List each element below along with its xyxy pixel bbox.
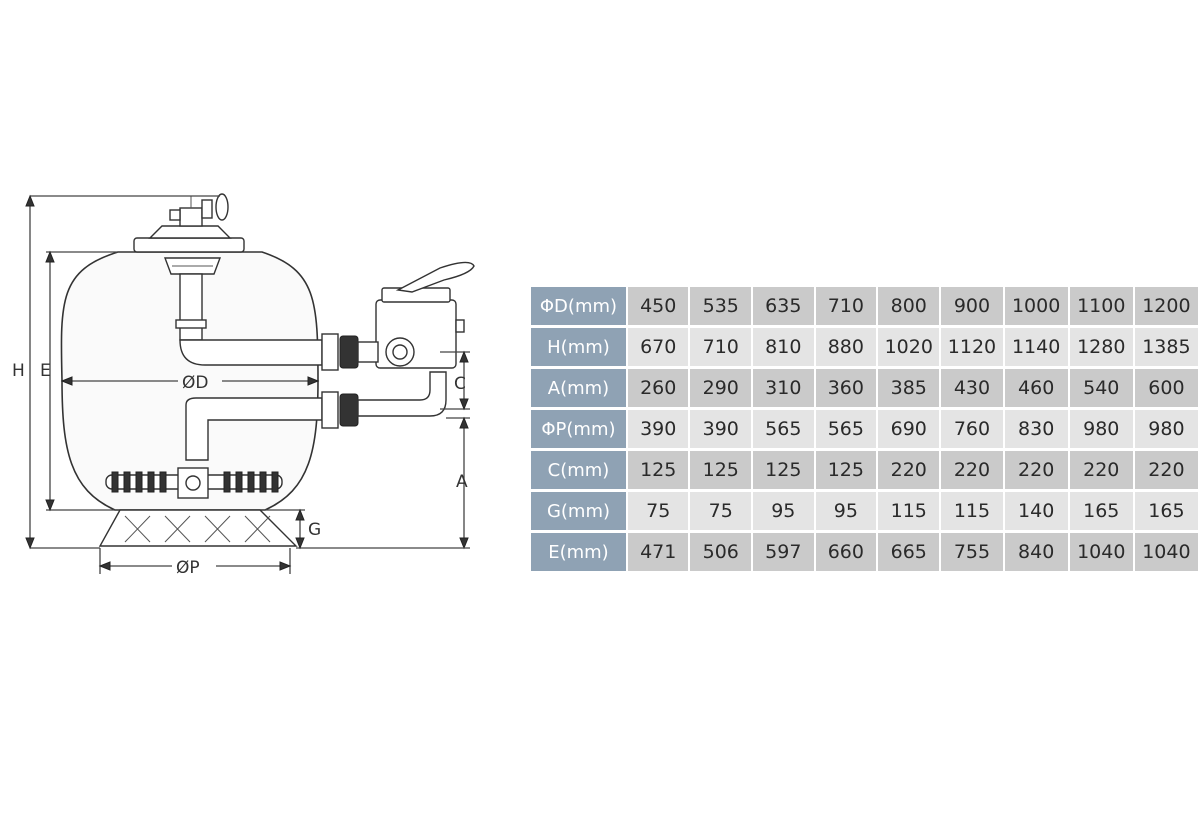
table-cell: 506	[690, 533, 752, 571]
row-header: E(mm)	[531, 533, 626, 571]
table-cell: 220	[1134, 451, 1198, 489]
upper-port-connector	[321, 333, 339, 371]
row-header: A(mm)	[531, 369, 626, 407]
table-cell: 220	[1004, 451, 1068, 489]
row-header: G(mm)	[531, 492, 626, 530]
base-stand	[98, 509, 298, 547]
dim-label-a: A	[456, 472, 468, 492]
table-cell: 1200	[1134, 287, 1198, 325]
table-cell: 1000	[1004, 287, 1068, 325]
table-cell: 220	[878, 451, 940, 489]
table-cell: 1120	[941, 328, 1003, 366]
dim-label-e: E	[40, 361, 51, 381]
center-pipe	[179, 273, 203, 341]
table-cell: 95	[753, 492, 814, 530]
table-cell: 310	[753, 369, 814, 407]
table-cell: 690	[878, 410, 940, 448]
table-row: ΦD(mm) 450 535 635 710 800 900 1000 1100…	[531, 287, 1198, 325]
table-row: ΦP(mm) 390 390 565 565 690 760 830 980 9…	[531, 410, 1198, 448]
table-cell: 1020	[878, 328, 940, 366]
lower-port-connector	[321, 391, 339, 429]
table-cell: 755	[941, 533, 1003, 571]
table-cell: 125	[627, 451, 689, 489]
table-cell: 535	[690, 287, 752, 325]
table-cell: 75	[627, 492, 689, 530]
table-cell: 165	[1134, 492, 1198, 530]
table-cell: 430	[941, 369, 1003, 407]
valve-handle	[395, 261, 475, 293]
table-cell: 115	[878, 492, 940, 530]
table-cell: 597	[753, 533, 814, 571]
table-cell: 710	[690, 328, 752, 366]
dim-label-d: ØD	[182, 373, 208, 393]
table-row: E(mm) 471 506 597 660 665 755 840 1040 1…	[531, 533, 1198, 571]
row-header: H(mm)	[531, 328, 626, 366]
table-cell: 1040	[1069, 533, 1133, 571]
table-cell: 140	[1004, 492, 1068, 530]
table-cell: 760	[941, 410, 1003, 448]
row-header: ΦD(mm)	[531, 287, 626, 325]
table-cell: 670	[627, 328, 689, 366]
dim-label-g: G	[308, 520, 321, 540]
table-cell: 460	[1004, 369, 1068, 407]
table-cell: 95	[815, 492, 877, 530]
table-cell: 635	[753, 287, 814, 325]
row-header: ΦP(mm)	[531, 410, 626, 448]
table-cell: 565	[815, 410, 877, 448]
table-cell: 360	[815, 369, 877, 407]
table-cell: 810	[753, 328, 814, 366]
table-cell: 165	[1069, 492, 1133, 530]
table-cell: 125	[815, 451, 877, 489]
table-cell: 1100	[1069, 287, 1133, 325]
table-row: G(mm) 75 75 95 95 115 115 140 165 165	[531, 492, 1198, 530]
table-cell: 220	[1069, 451, 1133, 489]
table-cell: 665	[878, 533, 940, 571]
top-cover	[133, 237, 245, 253]
table-row: C(mm) 125 125 125 125 220 220 220 220 22…	[531, 451, 1198, 489]
table-cell: 75	[690, 492, 752, 530]
table-cell: 600	[1134, 369, 1198, 407]
table-cell: 1040	[1134, 533, 1198, 571]
sand-filter-diagram: H E ØD C A G ØP	[12, 193, 475, 578]
table-cell: 390	[627, 410, 689, 448]
table-cell: 1280	[1069, 328, 1133, 366]
table-cell: 980	[1134, 410, 1198, 448]
dim-label-h: H	[12, 361, 25, 381]
table-cell: 660	[815, 533, 877, 571]
row-header: C(mm)	[531, 451, 626, 489]
table-cell: 565	[753, 410, 814, 448]
table-cell: 540	[1069, 369, 1133, 407]
table-row: H(mm) 670 710 810 880 1020 1120 1140 128…	[531, 328, 1198, 366]
table-cell: 125	[690, 451, 752, 489]
dim-label-p: ØP	[176, 558, 200, 578]
table-cell: 125	[753, 451, 814, 489]
table-row: A(mm) 260 290 310 360 385 430 460 540 60…	[531, 369, 1198, 407]
table-cell: 115	[941, 492, 1003, 530]
table-cell: 260	[627, 369, 689, 407]
table-cell: 290	[690, 369, 752, 407]
table-cell: 471	[627, 533, 689, 571]
spec-table: ΦD(mm) 450 535 635 710 800 900 1000 1100…	[529, 284, 1200, 574]
table-cell: 900	[941, 287, 1003, 325]
table-cell: 710	[815, 287, 877, 325]
table-cell: 385	[878, 369, 940, 407]
lower-pipe	[185, 397, 323, 461]
top-cover-dome	[148, 225, 232, 239]
table-cell: 450	[627, 287, 689, 325]
top-valve	[179, 207, 203, 227]
dim-label-c: C	[454, 374, 466, 394]
table-cell: 830	[1004, 410, 1068, 448]
table-cell: 980	[1069, 410, 1133, 448]
table-cell: 1385	[1134, 328, 1198, 366]
table-cell: 800	[878, 287, 940, 325]
table-cell: 220	[941, 451, 1003, 489]
table-cell: 390	[690, 410, 752, 448]
table-cell: 1140	[1004, 328, 1068, 366]
table-cell: 880	[815, 328, 877, 366]
table-cell: 840	[1004, 533, 1068, 571]
